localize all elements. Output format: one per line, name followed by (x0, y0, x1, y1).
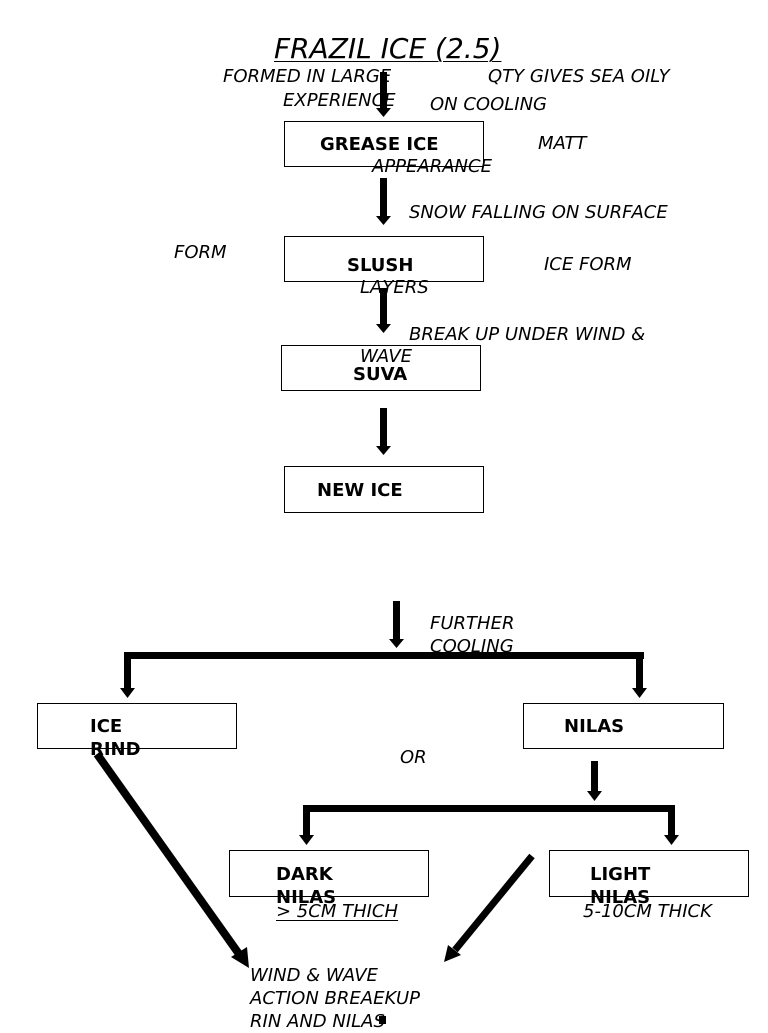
label-slush: SLUSH (347, 255, 414, 276)
note-formed-in-large: FORMED IN LARGE (223, 66, 392, 87)
arrow-grease-slush-head (376, 216, 391, 225)
label-grease-ice: GREASE ICE (320, 134, 439, 155)
note-on-cooling: ON COOLING (430, 94, 548, 115)
note-experience: EXPERIENCE (283, 90, 396, 111)
note-wind-wave-1: WIND & WAVE (250, 965, 378, 986)
note-light-thickness: 5-10CM THICK (583, 901, 712, 922)
box-dark-nilas (229, 850, 429, 897)
label-suva: SUVA (353, 364, 408, 385)
box-ice-rind (37, 703, 237, 749)
note-wind-wave-2: ACTION BREAEKUP (250, 988, 420, 1009)
note-ice-form: ICE FORM (544, 254, 632, 275)
note-or: OR (400, 747, 427, 768)
note-further: FURTHER (430, 613, 515, 634)
diagram-title: FRAZIL ICE (2.5) (274, 32, 502, 65)
branch-bar-top (124, 652, 644, 659)
arrow-suva-newice (380, 408, 387, 448)
branch-bar-bottom (303, 805, 675, 812)
arrow-slush-suva-head (376, 324, 391, 333)
arrow-nilas-split-head (587, 791, 602, 801)
arrow-further-cooling (393, 601, 400, 641)
arrow-grease-slush (380, 178, 387, 218)
branch-left-head (120, 688, 135, 698)
note-matt: MATT (538, 133, 587, 154)
branch-dark-drop (303, 805, 310, 837)
note-dark-thickness: > 5CM THICH (276, 901, 399, 922)
note-layers: LAYERS (360, 277, 429, 298)
label-new-ice: NEW ICE (317, 480, 403, 501)
box-light-nilas (549, 850, 749, 897)
label-nilas: NILAS (564, 716, 625, 737)
box-suva (281, 345, 481, 391)
branch-light-head (664, 835, 679, 845)
note-wind-wave-3: RIN AND NILAS (250, 1011, 385, 1032)
note-break-up: BREAK UP UNDER WIND & (409, 324, 646, 345)
branch-right-drop (636, 652, 643, 690)
note-appearance: APPEARANCE (372, 156, 492, 177)
arrow-further-cooling-head (389, 639, 404, 648)
arrow-icerind-wind-head (231, 947, 249, 968)
note-wave: WAVE (360, 346, 413, 367)
box-grease-ice (284, 121, 484, 167)
branch-left-drop (124, 652, 131, 690)
branch-light-drop (668, 805, 675, 837)
note-cooling: COOLING (430, 636, 514, 657)
note-snow-falling: SNOW FALLING ON SURFACE (409, 202, 668, 223)
arrow-suva-newice-head (376, 446, 391, 455)
box-nilas (523, 703, 724, 749)
arrow-icerind-wind-shaft (93, 751, 243, 957)
arrow-light-wind-shaft (452, 853, 535, 953)
label-light-nilas-2: NILAS (590, 887, 651, 908)
label-dark-nilas-2: NILAS (276, 887, 337, 908)
label-light-nilas-1: LIGHT (590, 864, 651, 885)
arrow-light-wind-head (444, 945, 461, 962)
arrow-frazil-grease (380, 72, 387, 110)
arrow-frazil-grease-head (376, 108, 391, 117)
note-qty-gives: QTY GIVES SEA OILY (488, 66, 670, 87)
label-ice-rind-1: ICE (90, 716, 123, 737)
arrow-nilas-split (591, 761, 598, 793)
label-ice-rind-2: RIND (90, 739, 141, 760)
arrow-bottom-stub (379, 1016, 386, 1024)
branch-right-head (632, 688, 647, 698)
label-dark-nilas-1: DARK (276, 864, 333, 885)
box-slush (284, 236, 484, 282)
note-form: FORM (174, 242, 227, 263)
branch-dark-head (299, 835, 314, 845)
box-new-ice (284, 466, 484, 513)
arrow-slush-suva (380, 288, 387, 326)
